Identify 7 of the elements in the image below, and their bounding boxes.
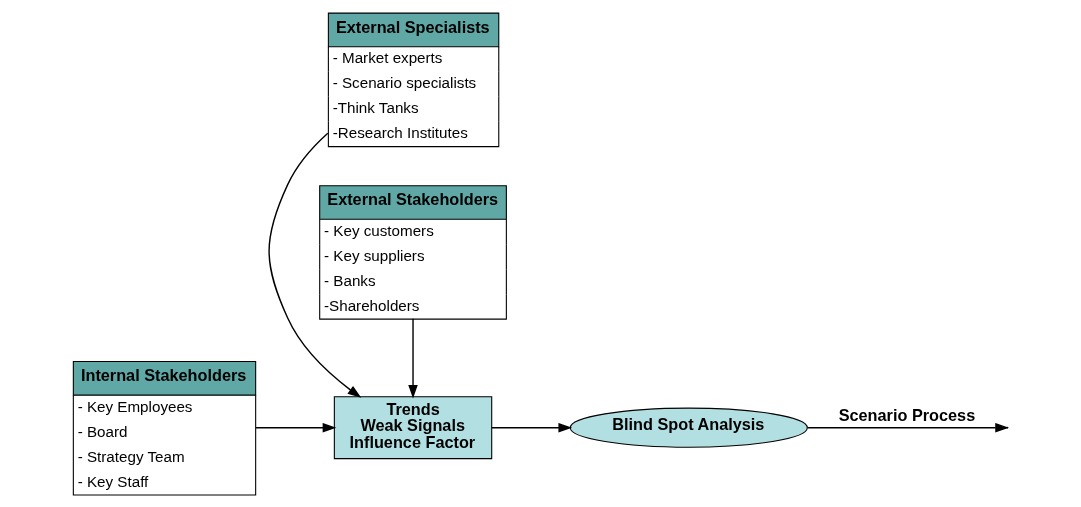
edge-label: Scenario Process xyxy=(838,406,976,425)
arrow xyxy=(268,132,362,398)
node-ellipse: Blind Spot Analysis xyxy=(569,407,808,448)
arrow xyxy=(491,422,573,433)
arrow xyxy=(408,318,418,399)
arrow xyxy=(255,422,337,433)
node-box: Trends Weak Signals Influence Factor xyxy=(333,396,493,460)
